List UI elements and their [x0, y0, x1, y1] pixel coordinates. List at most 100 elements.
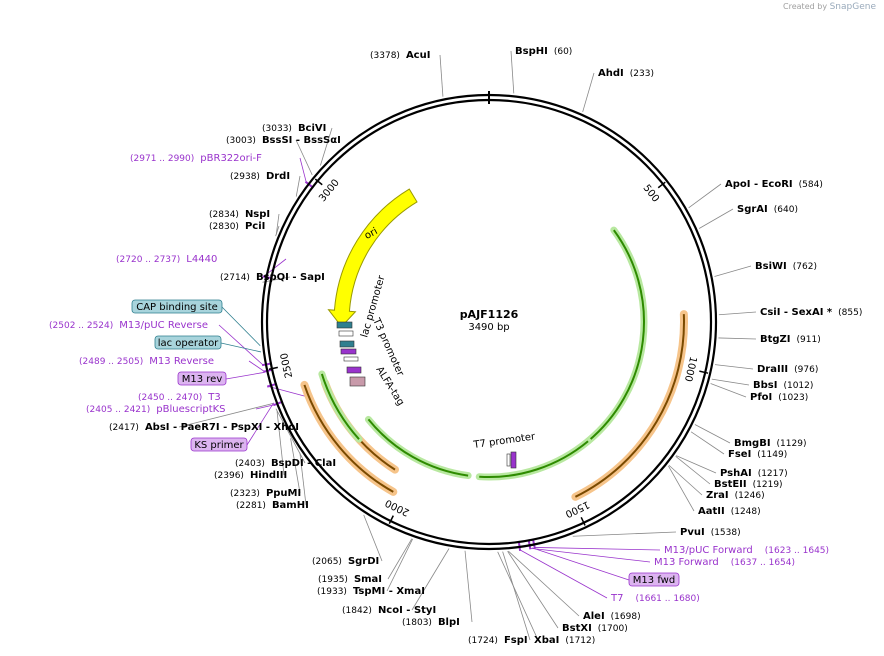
scale-tick-label: 2500 [279, 352, 295, 379]
enzyme-position: (1149) [757, 450, 787, 460]
enzyme-position: (2396) [214, 471, 244, 481]
enzyme-name: AbsI - PaeR7I - PspXI - XhoI [145, 422, 299, 433]
scale-tick-label: 500 [641, 183, 661, 205]
enzyme-name: AhdI [598, 68, 624, 79]
enzyme-leader [262, 276, 291, 283]
primer-range: (2971 .. 2990) [130, 154, 194, 164]
enzyme-leader [320, 127, 333, 166]
enzyme-name: DrdI [266, 171, 290, 182]
t7-promoter-label: T7 promoter [472, 431, 537, 451]
enzyme-name: SgrAI [737, 204, 768, 215]
primer-name: T7 [610, 593, 623, 604]
enzyme-position: (2834) [209, 210, 239, 220]
enzyme-label: DraIII (976) [757, 364, 818, 375]
enzyme-name: BsiWI [755, 261, 787, 272]
t3-promoter-glyph [343, 356, 359, 362]
cds-arc [574, 314, 685, 498]
enzyme-position: (2281) [236, 501, 266, 511]
boxed-label-bg [154, 335, 222, 350]
enzyme-position: (1012) [783, 381, 813, 391]
primer-range: (1623 .. 1645) [765, 546, 829, 556]
enzyme-label: AatII(1248) [698, 506, 761, 517]
gene-arc-glow [364, 415, 472, 480]
enzyme-position: (1803) [402, 618, 432, 628]
gene-arc [320, 373, 360, 440]
enzyme-leader [295, 139, 313, 176]
enzyme-position: (1023) [778, 393, 808, 403]
enzyme-name: NcoI - StyI [378, 605, 436, 616]
enzyme-label: BbsI (1012) [753, 380, 813, 391]
enzyme-position: (1129) [777, 439, 807, 449]
lac-promoter-glyph [338, 330, 354, 337]
enzyme-position: (2065) [312, 557, 342, 567]
enzyme-label: (2417)AbsI - PaeR7I - PspXI - XhoI [109, 422, 299, 433]
enzyme-position: (1246) [735, 491, 765, 501]
enzyme-position: (855) [838, 308, 862, 318]
enzyme-name: PvuI [680, 527, 705, 538]
enzyme-leader [690, 431, 725, 455]
enzyme-label: CsiI - SexAI * (855) [760, 307, 862, 318]
cds-arc-glow [571, 310, 688, 501]
enzyme-name: BstXI [562, 623, 592, 634]
primer-leader [268, 385, 309, 398]
enzyme-name: CsiI - SexAI * [760, 307, 833, 318]
enzyme-leader [507, 551, 559, 629]
enzyme-label: PvuI(1538) [680, 527, 741, 538]
ks-primer-glyph [346, 366, 362, 374]
boxed-label: M13 rev [182, 374, 223, 385]
boxed-label-bg [131, 299, 223, 314]
primer-label: (2450 .. 2470)T3 [138, 392, 221, 403]
scale-tick-2000 [388, 515, 394, 525]
boxed-leader [225, 371, 265, 380]
primer-leader [534, 547, 661, 551]
enzyme-position: (3033) [262, 124, 292, 134]
enzyme-name: PpuMI [266, 488, 301, 499]
primer-leader [530, 547, 651, 563]
primer-name: M13 Forward [654, 557, 719, 568]
enzyme-position: (911) [797, 335, 821, 345]
enzyme-name: BbsI [753, 380, 777, 391]
enzyme-leader [698, 208, 734, 229]
enzyme-position: (2830) [209, 222, 239, 232]
enzyme-label: (2714)BspQI - SapI [220, 272, 325, 283]
gene-arc [367, 418, 469, 477]
enzyme-name: DraIII [757, 364, 788, 375]
enzyme-leader [299, 452, 307, 506]
primer-label: (2502 .. 2524)M13/pUC Reverse [49, 320, 208, 331]
primer-range: (2489 .. 2505) [79, 357, 143, 367]
boxed-label-bg [190, 437, 248, 452]
boxed-leader [221, 306, 261, 347]
enzyme-name: PciI [245, 221, 265, 232]
enzyme-name: TspMI - XmaI [353, 586, 425, 597]
enzyme-position: (1842) [342, 606, 372, 616]
primer-name: M13/pUC Forward [664, 545, 753, 556]
snapgene-logo: SnapGene [829, 2, 876, 12]
cap-site-glyph [336, 321, 353, 329]
cds-arc-glow [300, 380, 398, 496]
primer-range: (2450 .. 2470) [138, 393, 202, 403]
boxed-label: M13 fwd [633, 575, 675, 586]
boxed-label-bg [177, 371, 227, 386]
enzyme-position: (1712) [565, 636, 595, 646]
primer-range: (1661 .. 1680) [635, 594, 699, 604]
enzyme-label: BspHI(60) [515, 46, 572, 57]
primer-label: M13/pUC Forward (1623 .. 1645) [664, 545, 829, 556]
enzyme-name: BssSI - BssSαI [262, 135, 341, 146]
plasmid-length: 3490 bp [468, 322, 509, 333]
enzyme-label: BstEII(1219) [714, 479, 783, 490]
enzyme-leader [694, 424, 731, 444]
boxed-label: lac operator [158, 338, 219, 349]
enzyme-leader [688, 183, 722, 209]
boxed-leader [220, 342, 262, 353]
enzyme-name: AleI [583, 611, 605, 622]
enzyme-leader [497, 551, 539, 641]
enzyme-leader [275, 213, 280, 235]
enzyme-position: (976) [794, 365, 818, 375]
enzyme-label: (3003)BssSI - BssSαI [226, 135, 341, 146]
enzyme-leader [572, 531, 677, 537]
ori-label: ori [363, 226, 380, 242]
enzyme-position: (1700) [598, 624, 628, 634]
